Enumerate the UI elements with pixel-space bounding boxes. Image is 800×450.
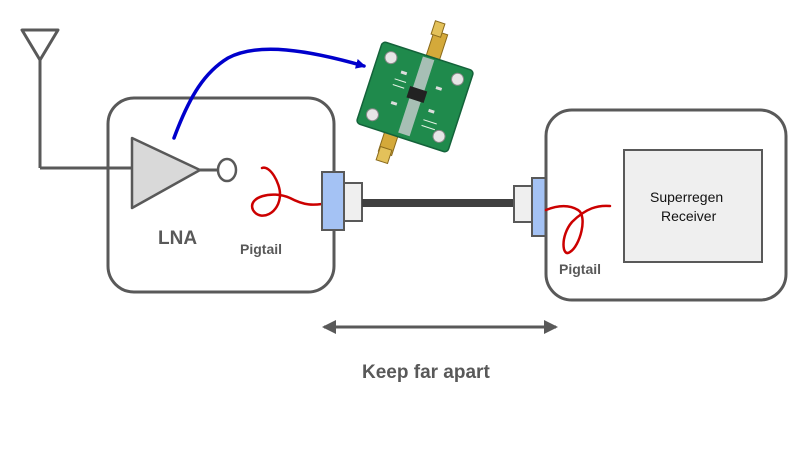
amplifier-triangle-icon xyxy=(130,136,238,210)
receiver-label-line1: Superregen xyxy=(650,189,723,205)
pigtail-right-label: Pigtail xyxy=(559,261,601,277)
pointer-arrow xyxy=(172,47,366,140)
coax-cable xyxy=(362,199,514,207)
superregen-receiver-block xyxy=(623,149,763,263)
antenna-icon xyxy=(20,28,132,170)
receiver-box xyxy=(544,108,788,302)
distance-label: Keep far apart xyxy=(362,362,490,383)
lna-label: LNA xyxy=(158,228,197,249)
sma-connector-left xyxy=(321,171,363,231)
pigtail-left-label: Pigtail xyxy=(240,241,282,257)
lna-pcb-module-photo xyxy=(356,20,474,165)
receiver-label-line2: Receiver xyxy=(661,208,717,224)
pigtail-left xyxy=(250,166,324,217)
pigtail-right xyxy=(544,204,612,255)
sma-connector-right xyxy=(513,177,547,237)
